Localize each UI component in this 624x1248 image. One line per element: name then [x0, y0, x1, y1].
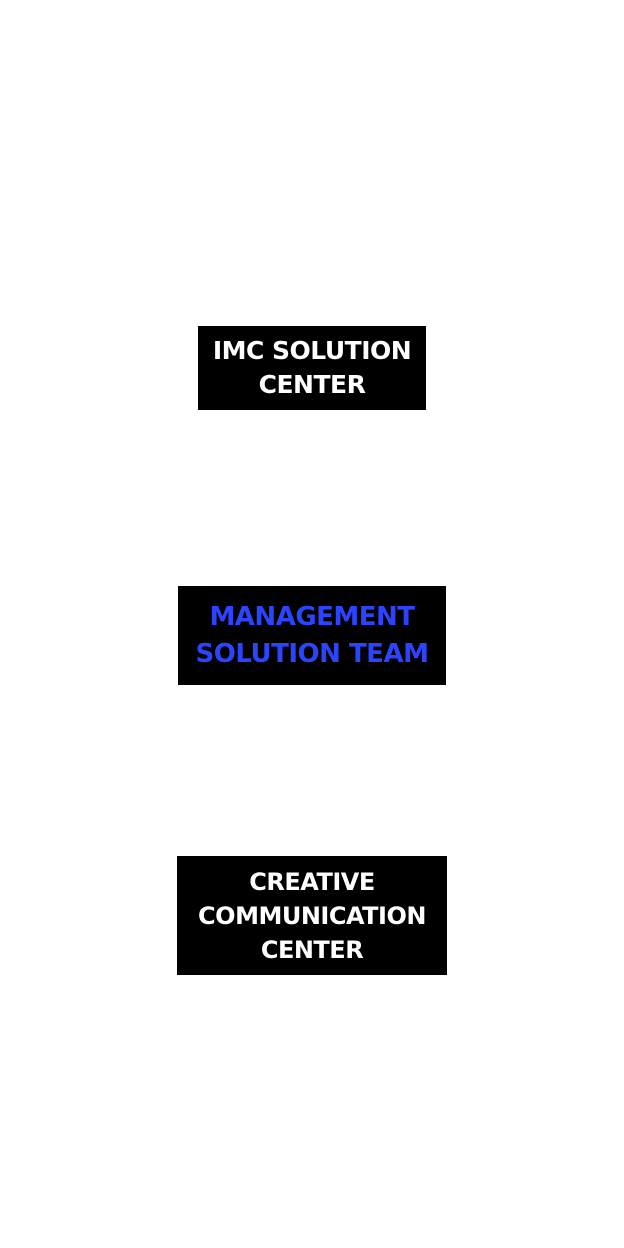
team-label-line: CREATIVE: [249, 867, 375, 896]
team-label-line: CENTER: [258, 370, 366, 399]
team-button-imc-solution-center[interactable]: IMC SOLUTION CENTER: [198, 326, 426, 410]
team-label-line: CENTER: [260, 935, 364, 964]
team-label-line: MANAGEMENT: [209, 601, 415, 632]
team-button-management-solution-team[interactable]: MANAGEMENT SOLUTION TEAM: [178, 586, 446, 685]
team-label-line: SOLUTION TEAM: [195, 638, 429, 669]
team-label-line: IMC SOLUTION: [212, 336, 412, 365]
team-label-line: COMMUNICATION: [198, 901, 426, 930]
team-button-creative-communication-center[interactable]: CREATIVE COMMUNICATION CENTER: [177, 856, 447, 975]
